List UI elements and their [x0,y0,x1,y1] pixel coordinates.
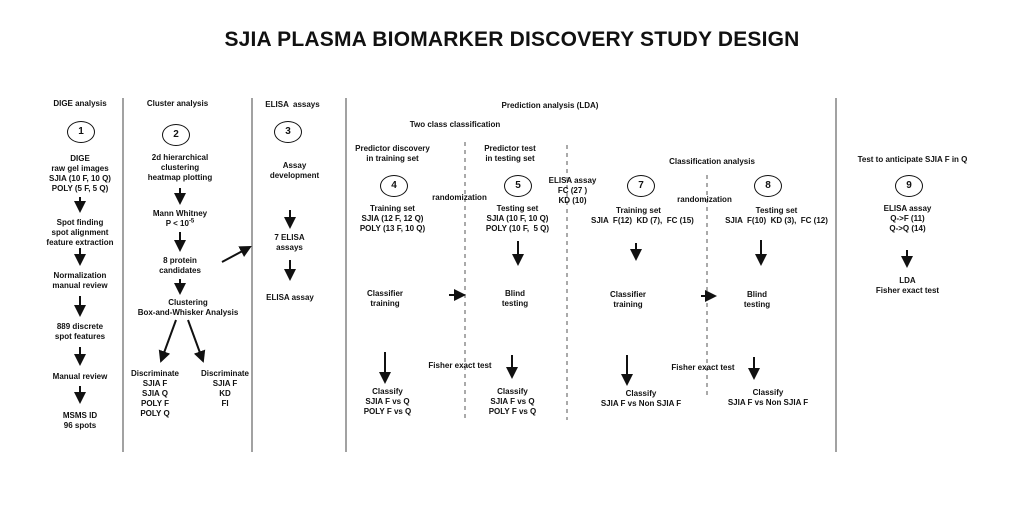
step-2-badge: 2 [162,124,190,146]
clustering-box-whisker: Clustering Box-and-Whisker Analysis [137,298,239,317]
assay-development: Assay development [269,161,320,180]
elisa-assay: ELISA assay [266,293,314,302]
mann-whitney: Mann Whitney P < 10-5 [152,209,208,228]
subsection-two-class: Two class classification [409,120,501,129]
blind-testing-two-class: Blind testing [501,289,529,308]
section-elisa: ELISA assays [265,100,320,109]
classify-right-two-class: Classify SJIA F vs Q POLY F vs Q [488,387,537,416]
subsection-predictor-test: Predictor test in testing set [484,144,536,163]
arrow [221,246,252,263]
fisher-exact-two-class: Fisher exact test [428,361,492,370]
step-5-badge: 5 [504,175,532,197]
step-7-badge: 7 [627,175,655,197]
diagram-title: SJIA PLASMA BIOMARKER DISCOVERY STUDY DE… [224,28,800,51]
elisa-assay-q-f: ELISA assay Q->F (11) Q->Q (14) [883,204,932,233]
blind-testing-classification: Blind testing [743,290,771,309]
step-8-badge: 8 [754,175,782,197]
classify-right-classification: Classify SJIA F vs Non SJIA F [727,388,809,407]
randomization-two-class: randomization [432,193,487,202]
section-dige: DIGE analysis [53,99,107,108]
section-prediction: Prediction analysis (LDA) [501,101,599,110]
msms-id: MSMS ID 96 spots [62,411,98,430]
subsection-classification: Classification analysis [669,157,755,166]
section-anticipate: Test to anticipate SJIA F in Q [857,155,968,164]
step-9-badge: 9 [895,175,923,197]
protein-candidates: 8 protein candidates [159,256,201,275]
training-set-classification: Training set SJIA F(12) KD (7), FC (15) [591,206,694,225]
classifier-training-two-class: Classifier training [366,289,404,308]
dige-raw-images: DIGE raw gel images SJIA (10 F, 10 Q) PO… [49,154,111,193]
step-1-badge: 1 [67,121,95,143]
testing-set-classification: Testing set SJIA F(10) KD (3), FC (12) [725,206,828,225]
discriminate-right: Discriminate SJIA F KD FI [200,369,250,408]
lda-fisher: LDA Fisher exact test [875,276,940,295]
normalization: Normalization manual review [52,271,108,290]
discriminate-left: Discriminate SJIA F SJIA Q POLY F POLY Q [130,369,180,418]
step-3-badge: 3 [274,121,302,143]
elisa-assay-fc-kd: ELISA assay FC (27 ) KD (10) [548,176,597,205]
classify-left-two-class: Classify SJIA F vs Q POLY F vs Q [363,387,412,416]
arrow [158,319,177,363]
classify-left-classification: Classify SJIA F vs Non SJIA F [600,389,682,408]
randomization-classification: randomization [677,195,732,204]
testing-set-two-class: Testing set SJIA (10 F, 10 Q) POLY (10 F… [485,204,550,233]
section-cluster: Cluster analysis [146,99,209,108]
spot-finding: Spot finding spot alignment feature extr… [46,218,114,247]
spot-features: 889 discrete spot features [54,322,106,341]
fisher-exact-classification: Fisher exact test [671,363,735,372]
training-set-two-class: Training set SJIA (12 F, 12 Q) POLY (13 … [359,204,426,233]
seven-elisa-assays: 7 ELISA assays [274,233,305,252]
subsection-predictor-discovery: Predictor discovery in training set [355,144,430,163]
manual-review: Manual review [52,372,108,381]
arrow [187,319,206,363]
hierarchical-clustering: 2d hierarchical clustering heatmap plott… [147,153,213,182]
step-4-badge: 4 [380,175,408,197]
classifier-training-classification: Classifier training [609,290,647,309]
